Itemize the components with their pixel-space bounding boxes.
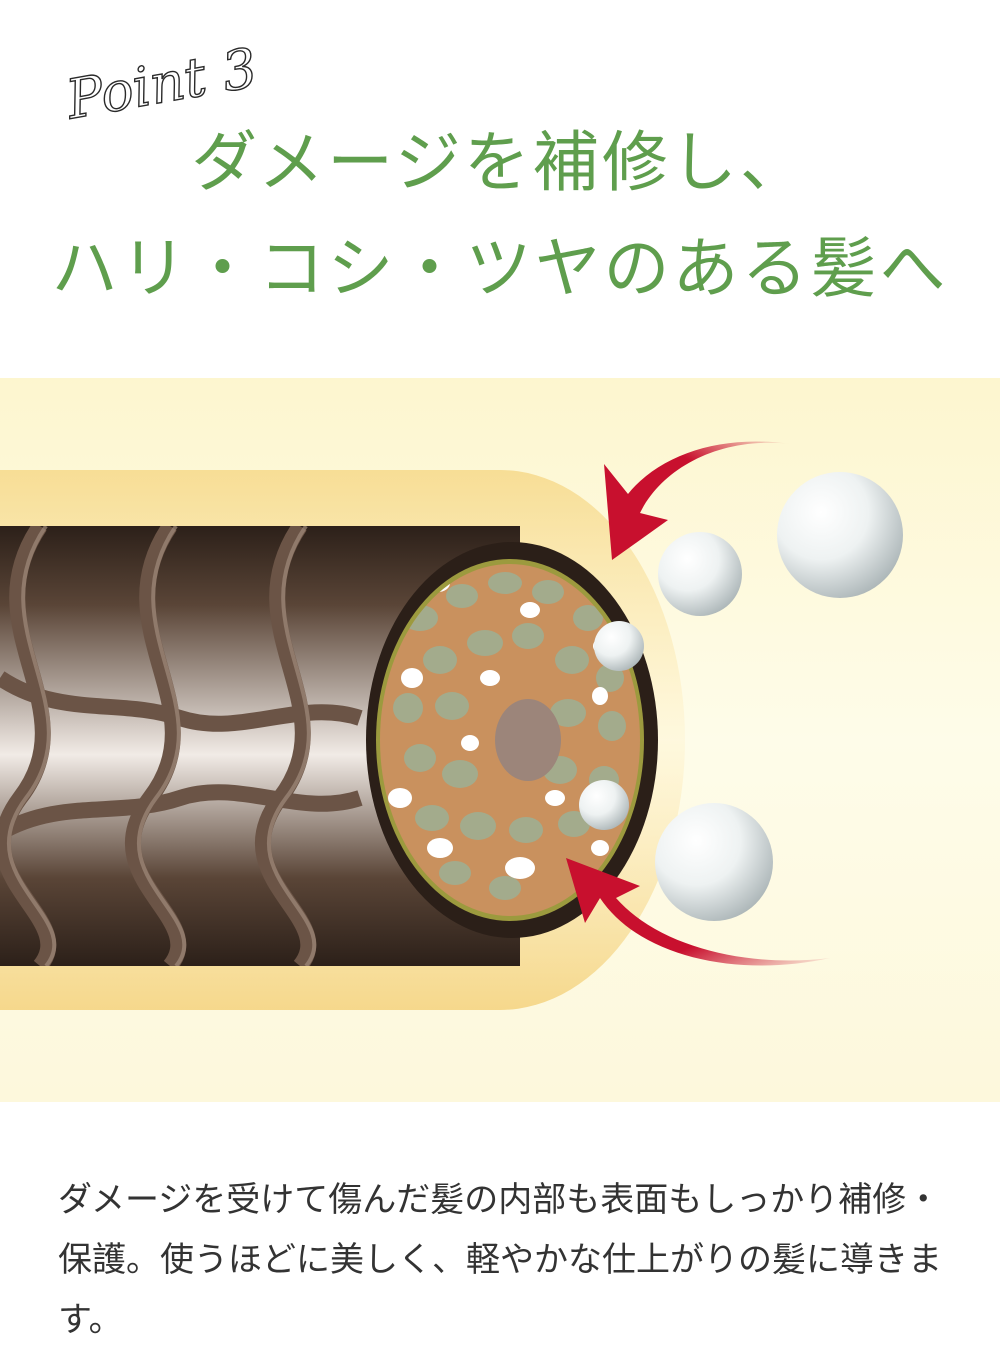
arrow-bottom — [566, 858, 830, 966]
repair-sphere-small-top — [594, 621, 644, 671]
repair-sphere-medium-top — [658, 532, 742, 616]
cuticle-scales — [0, 526, 363, 966]
headline-line-2: ハリ・コシ・ツヤのある髪へ — [51, 230, 949, 307]
medulla — [495, 699, 561, 781]
hair-repair-illustration — [0, 378, 1000, 1102]
repair-sphere-small-bottom — [579, 780, 629, 830]
repair-sphere-large-top — [777, 472, 903, 598]
headline-line-1: ダメージを補修し、 — [191, 124, 809, 201]
headline: ダメージを補修し、 ハリ・コシ・ツヤのある髪へ — [0, 110, 1000, 322]
description: ダメージを受けて傷んだ髪の内部も表面もしっかり補修・保護。使うほどに美しく、軽や… — [58, 1180, 942, 1340]
repair-sphere-large-bottom — [655, 803, 773, 921]
point-3-label: Point 3 — [58, 14, 358, 132]
arrow-top — [604, 441, 790, 560]
